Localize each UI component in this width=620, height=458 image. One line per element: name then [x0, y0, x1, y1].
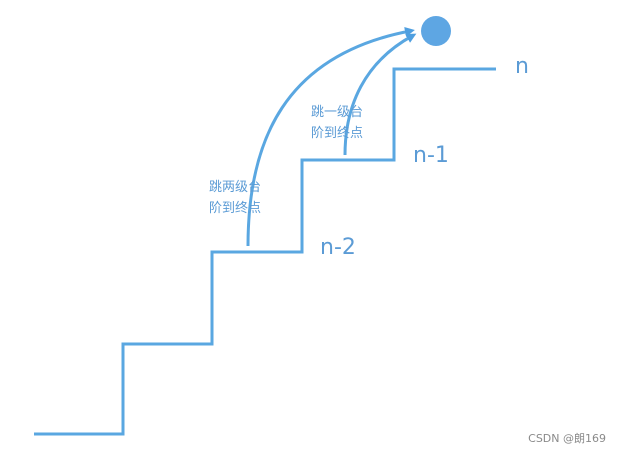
one-step-annotation-line-2: 阶到终点: [311, 126, 364, 141]
watermark: CSDN @朗169: [528, 432, 606, 445]
one-step-jump-arrow: [343, 33, 417, 156]
two-step-jump-arrow: [246, 27, 415, 247]
one-step-annotation-line-1: 跳一级台: [311, 105, 364, 120]
label-n: n: [515, 54, 529, 79]
label-n-minus-1: n-1: [413, 143, 449, 168]
one-step-annotation: 跳一级台 阶到终点: [311, 102, 363, 144]
goal-ball: [421, 16, 451, 46]
label-n-minus-2: n-2: [320, 235, 356, 260]
two-step-annotation-line-1: 跳两级台: [209, 180, 262, 195]
two-step-annotation: 跳两级台 阶到终点: [209, 177, 261, 219]
staircase-line: [34, 67, 496, 436]
two-step-annotation-line-2: 阶到终点: [209, 201, 262, 216]
